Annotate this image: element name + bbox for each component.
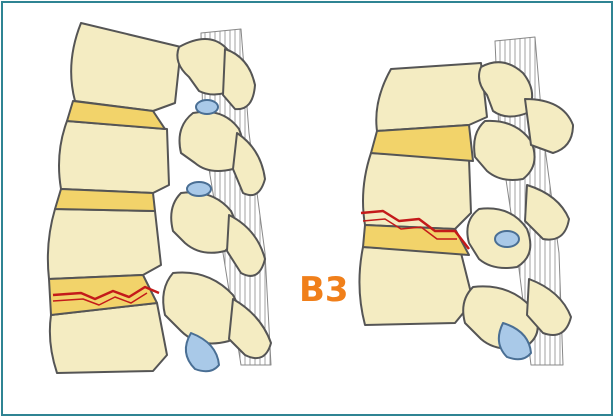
spinous-process-r1 — [525, 99, 573, 153]
vertebral-body-2 — [59, 121, 169, 193]
vertebral-body-1 — [71, 23, 181, 111]
spine-right-illustration — [359, 37, 573, 365]
vertebral-body-r1 — [376, 63, 487, 131]
vertebral-body-r3 — [359, 247, 473, 325]
spine-left-illustration — [48, 23, 271, 373]
ligament-node-r1 — [495, 231, 519, 247]
vertebral-body-r2 — [363, 153, 471, 229]
spinous-process-1 — [223, 49, 255, 109]
spine-diagram — [3, 3, 611, 414]
ligament-node-1 — [196, 100, 218, 114]
classification-label: B3 — [299, 273, 349, 307]
ligament-node-2 — [187, 182, 211, 196]
intervertebral-disc-2 — [55, 189, 155, 211]
vertebral-body-3 — [48, 209, 161, 279]
